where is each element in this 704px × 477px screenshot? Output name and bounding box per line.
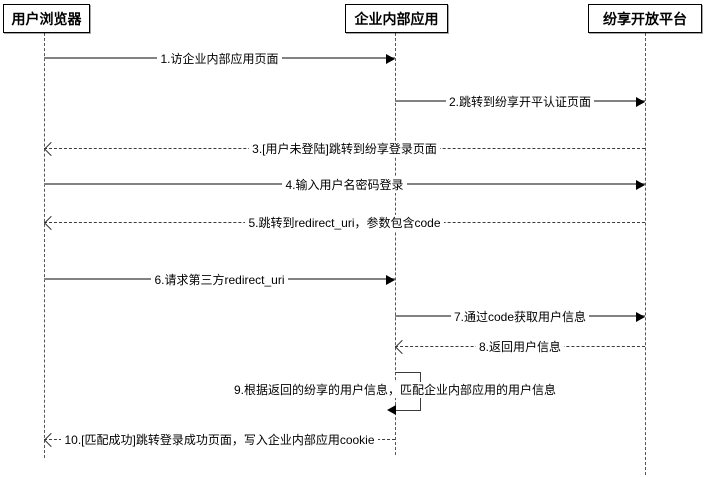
message-5-label: 5.跳转到redirect_uri，参数包含code: [245, 215, 444, 231]
message-8-label: 8.返回用户信息: [475, 339, 564, 355]
lifeline-fenxiang-platform: [645, 33, 646, 475]
actor-user-browser-label: 用户浏览器: [11, 10, 82, 27]
arrowhead-right-filled-icon: [636, 312, 645, 322]
message-2: 2.跳转到纷享开平认证页面: [395, 94, 645, 110]
message-3: 3.[用户未登陆]跳转到纷享登录页面: [43, 141, 645, 157]
arrowhead-left-filled-icon: [387, 405, 396, 415]
message-6: 6.请求第三方redirect_uri: [44, 272, 395, 288]
arrowhead-left-open-icon: [394, 339, 410, 355]
message-7: 7.通过code获取用户信息: [395, 309, 645, 325]
message-1: 1.访企业内部应用页面: [44, 51, 395, 67]
arrowhead-right-filled-icon: [386, 54, 395, 64]
message-10-label: 10.[匹配成功]跳转登录成功页面，写入企业内部应用cookie: [61, 432, 378, 448]
lifeline-user-browser: [44, 33, 45, 458]
arrowhead-left-open-icon: [43, 432, 59, 448]
message-5: 5.跳转到redirect_uri，参数包含code: [43, 215, 645, 231]
arrowhead-right-filled-icon: [636, 97, 645, 107]
arrowhead-left-open-icon: [43, 215, 59, 231]
message-10: 10.[匹配成功]跳转登录成功页面，写入企业内部应用cookie: [43, 432, 395, 448]
message-8: 8.返回用户信息: [394, 339, 645, 355]
message-4-label: 4.输入用户名密码登录: [282, 177, 407, 193]
actor-user-browser: 用户浏览器: [3, 4, 90, 33]
message-3-label: 3.[用户未登陆]跳转到纷享登录页面: [249, 141, 440, 157]
actor-internal-app-label: 企业内部应用: [354, 10, 439, 27]
actor-internal-app: 企业内部应用: [345, 4, 448, 33]
arrowhead-left-open-icon: [43, 141, 59, 157]
message-9-label: 9.根据返回的纷享的用户信息，匹配企业内部应用的用户信息: [231, 382, 559, 398]
arrowhead-right-filled-icon: [386, 275, 395, 285]
message-6-label: 6.请求第三方redirect_uri: [151, 272, 288, 288]
message-7-label: 7.通过code获取用户信息: [450, 309, 590, 325]
actor-fenxiang-platform: 纷享开放平台: [588, 4, 702, 33]
message-4: 4.输入用户名密码登录: [44, 177, 645, 193]
actor-fenxiang-platform-label: 纷享开放平台: [603, 10, 687, 27]
message-2-label: 2.跳转到纷享开平认证页面: [445, 94, 594, 110]
lifeline-internal-app: [395, 33, 396, 455]
message-1-label: 1.访企业内部应用页面: [157, 51, 282, 67]
arrowhead-right-filled-icon: [636, 180, 645, 190]
